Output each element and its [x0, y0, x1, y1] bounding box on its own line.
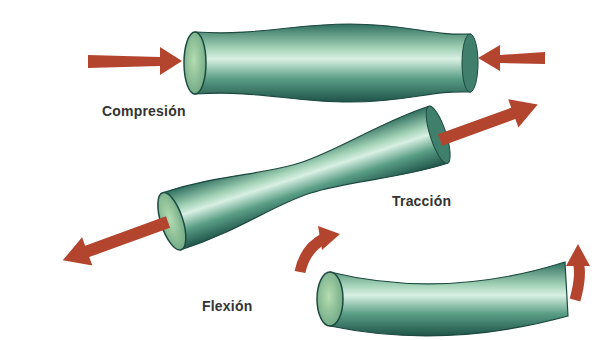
force-arrows-compression [88, 45, 545, 75]
force-arrows-flexion [300, 226, 590, 300]
flexion-label: Flexión [202, 298, 252, 314]
force-arrows-traction [58, 90, 543, 274]
compression-label: Compresión [102, 103, 186, 119]
traction-bar [152, 104, 455, 253]
compression-bar [184, 24, 478, 102]
traction-label: Tracción [392, 193, 451, 209]
flexion-bar [317, 262, 568, 336]
